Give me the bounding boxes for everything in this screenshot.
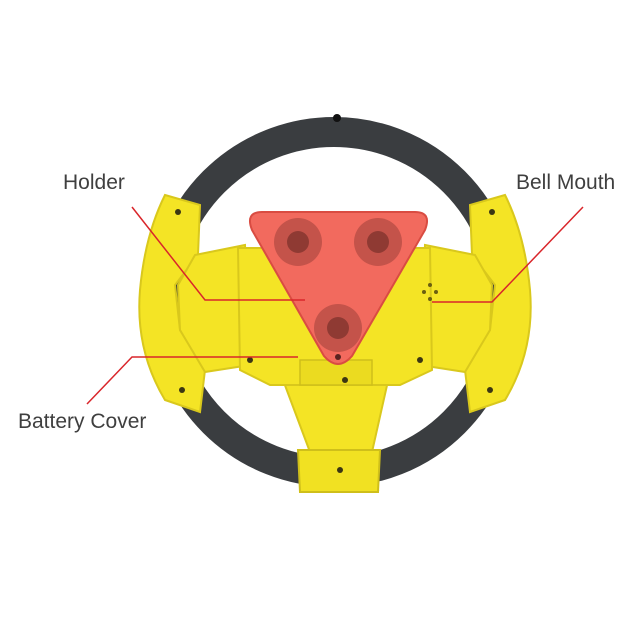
battery-cover-leader-line [86, 356, 298, 405]
screw-icon [175, 209, 495, 473]
right-grip [463, 193, 532, 414]
right-spoke [418, 243, 494, 374]
holder-label: Holder [63, 171, 125, 194]
holder-screw-icon [335, 354, 341, 360]
bell-mouth-label: Bell Mouth [516, 171, 616, 194]
bell-mouth-leader-line [432, 206, 584, 303]
rim-top-hole-icon [333, 114, 341, 122]
speaker-grille-icon [422, 283, 438, 301]
holder-leader-line [131, 206, 305, 301]
holder-button-bottom-center [327, 317, 349, 339]
holder-button-right-center [367, 231, 389, 253]
left-spoke [176, 243, 252, 374]
holder-button-left-center [287, 231, 309, 253]
battery-cover-label: Battery Cover [18, 410, 147, 433]
